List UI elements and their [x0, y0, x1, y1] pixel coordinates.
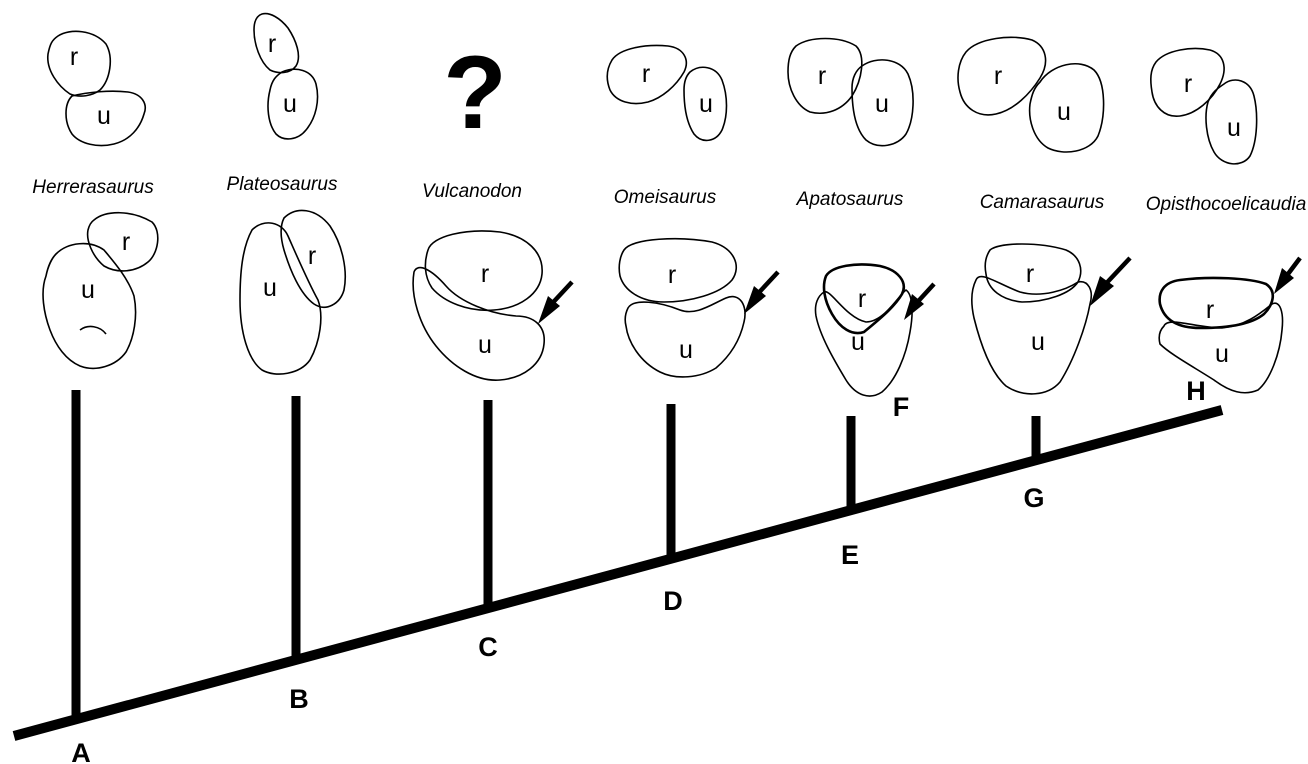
radius-label: r [268, 30, 276, 58]
ulna-label: u [263, 274, 277, 302]
unknown-question-mark: ? [443, 35, 507, 151]
radius-label: r [1184, 70, 1192, 98]
ulna-notch-outline [80, 327, 106, 334]
taxon-name-omeisaurus: Omeisaurus [614, 187, 717, 208]
radius-label: r [668, 261, 676, 289]
node-label-e: E [841, 540, 859, 570]
ulna-outline [43, 244, 136, 369]
taxon-name-herrerasaurus: Herrerasaurus [32, 177, 154, 198]
radius-label: r [642, 60, 650, 88]
taxon-name-plateosaurus: Plateosaurus [227, 174, 338, 195]
node-label-h: H [1186, 376, 1206, 406]
taxon-name-vulcanodon: Vulcanodon [422, 181, 522, 202]
taxon-name-apatosaurus: Apatosaurus [796, 189, 904, 210]
articular-view-herrerasaurus: r u [43, 213, 158, 369]
proximal-view-apatosaurus: r u [788, 39, 913, 146]
arrow-opisthocoelicaudia [1274, 258, 1300, 294]
node-label-c: C [478, 632, 498, 662]
radius-outline [48, 31, 110, 96]
proximal-view-herrerasaurus: r u [48, 31, 145, 145]
arrow-omeisaurus [744, 272, 778, 314]
articular-view-plateosaurus: r u [240, 210, 345, 374]
ulna-label: u [1057, 98, 1071, 126]
arrow-apatosaurus [904, 284, 934, 320]
node-label-f: F [893, 392, 910, 422]
radius-label: r [1026, 260, 1034, 288]
radius-label: r [994, 62, 1002, 90]
ulna-label: u [1227, 114, 1241, 142]
node-label-b: B [289, 684, 309, 714]
ulna-label: u [478, 331, 492, 359]
articular-view-apatosaurus: r u [815, 264, 912, 396]
radius-outline [254, 14, 298, 73]
ulna-label: u [1031, 328, 1045, 356]
ulna-label: u [1215, 340, 1229, 368]
arrow-camarasaurus [1090, 258, 1130, 306]
proximal-view-omeisaurus: r u [607, 46, 726, 141]
ulna-label: u [283, 90, 297, 118]
proximal-view-opisthocoelicaudia: r u [1151, 49, 1257, 164]
cladogram-trunk [14, 410, 1222, 736]
radius-outline [619, 239, 736, 302]
taxon-name-camarasaurus: Camarasaurus [980, 192, 1105, 213]
articular-view-opisthocoelicaudia: r u [1159, 278, 1282, 393]
ulna-label: u [679, 336, 693, 364]
ulna-label: u [851, 328, 865, 356]
articular-view-omeisaurus: r u [619, 239, 745, 377]
node-label-g: G [1023, 483, 1044, 513]
radius-label: r [481, 260, 489, 288]
proximal-view-plateosaurus: r u [254, 14, 318, 139]
articular-view-vulcanodon: r u [413, 231, 544, 380]
arrow-vulcanodon [538, 282, 572, 324]
node-label-d: D [663, 586, 683, 616]
ulna-label: u [97, 102, 111, 130]
ulna-label: u [875, 90, 889, 118]
node-label-a: A [71, 738, 91, 764]
radius-label: r [1206, 296, 1214, 324]
taxon-name-opisthocoelicaudia: Opisthocoelicaudia [1146, 194, 1307, 215]
ulna-outline [413, 268, 544, 381]
proximal-view-camarasaurus: r u [958, 37, 1104, 152]
radius-label: r [70, 43, 78, 71]
radius-label: r [308, 242, 316, 270]
radius-outline [1160, 278, 1273, 328]
articular-view-camarasaurus: r u [972, 244, 1091, 394]
radius-label: r [122, 228, 130, 256]
ulna-label: u [699, 90, 713, 118]
radius-label: r [818, 62, 826, 90]
ulna-label: u [81, 276, 95, 304]
radius-label: r [858, 285, 866, 313]
